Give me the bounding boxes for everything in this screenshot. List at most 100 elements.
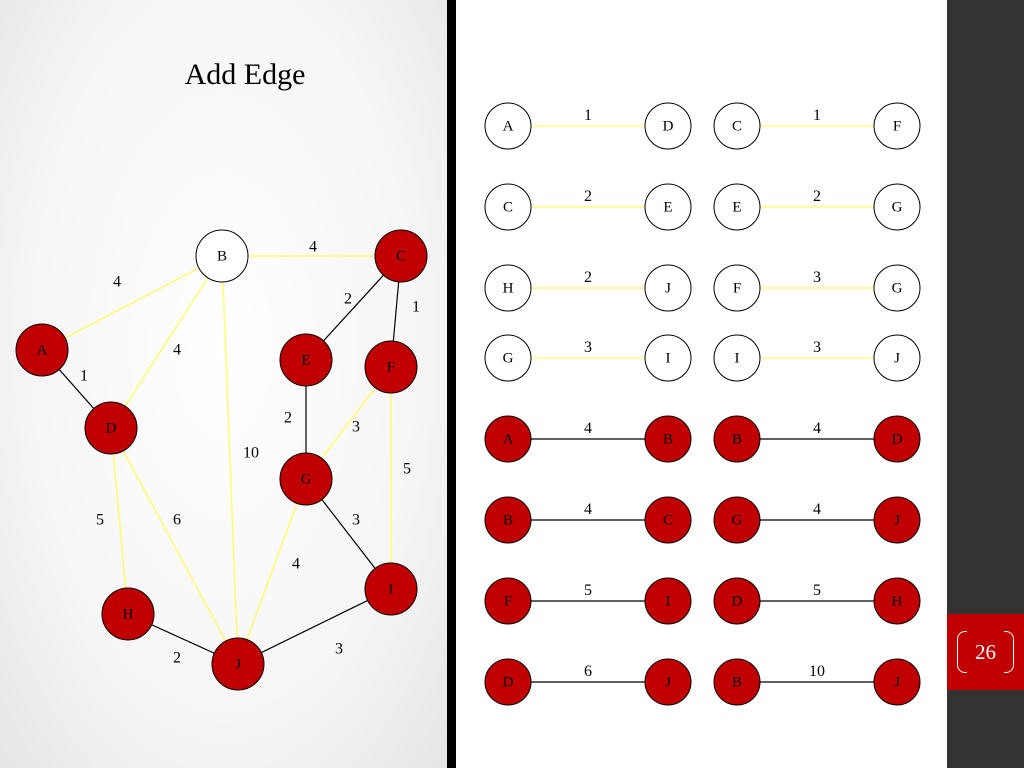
edge-I-J [237, 588, 392, 665]
edge-list-node-label-to-2: E [663, 199, 672, 215]
edge-list-node-from-3 [713, 183, 761, 231]
node-label-C: C [396, 248, 406, 264]
edge-list-weight-5: 3 [813, 269, 821, 286]
edge-list-node-to-12 [644, 577, 692, 625]
edge-list-node-label-from-1: C [732, 118, 742, 134]
edge-weight-A-D: 1 [80, 368, 88, 385]
edge-list-node-to-4 [644, 264, 692, 312]
edge-weight-I-J: 3 [335, 641, 343, 658]
edge-list-node-from-8 [484, 415, 532, 463]
edge-list-node-to-13 [873, 577, 921, 625]
edge-list-weight-12: 5 [584, 582, 592, 599]
edge-list-node-from-10 [484, 496, 532, 544]
edge-list-node-label-from-15: B [732, 674, 742, 690]
edge-list-weight-8: 4 [584, 420, 592, 437]
edge-list-node-from-14 [484, 658, 532, 706]
edge-list-weight-3: 2 [813, 188, 821, 205]
edge-list-node-label-to-6: I [666, 350, 671, 366]
edge-list-node-label-from-6: G [503, 350, 514, 366]
edge-list-weight-11: 4 [813, 501, 821, 518]
edge-list-node-label-from-13: D [732, 593, 743, 609]
edge-list-node-label-from-4: H [503, 280, 514, 296]
node-label-E: E [301, 352, 310, 368]
edge-weight-B-D: 4 [173, 342, 181, 359]
edge-list-node-label-to-8: B [663, 431, 673, 447]
edge-list-node-label-from-7: I [735, 350, 740, 366]
node-label-B: B [217, 248, 227, 264]
edge-weight-G-I: 3 [352, 512, 360, 529]
edge-G-J [237, 478, 307, 665]
node-D [84, 401, 138, 455]
panel-divider [447, 0, 456, 768]
slide-title: Add Edge [184, 58, 306, 91]
edge-list-node-label-to-1: F [893, 118, 901, 134]
edge-list-weight-2: 2 [584, 188, 592, 205]
edge-list-node-label-from-10: B [503, 512, 513, 528]
edge-list-weight-7: 3 [813, 339, 821, 356]
edge-list-node-to-2 [644, 183, 692, 231]
edge-list-node-label-from-2: C [503, 199, 513, 215]
edge-list-node-to-5 [873, 264, 921, 312]
edge-weight-E-G: 2 [284, 410, 292, 427]
edge-list-weight-6: 3 [584, 339, 592, 356]
node-label-F: F [387, 359, 395, 375]
edge-list-node-label-to-3: G [892, 199, 903, 215]
edge-list-node-label-to-9: D [892, 431, 903, 447]
page-number-tab: 26 [947, 614, 1024, 690]
edge-B-D [110, 255, 223, 429]
edge-weight-H-J: 2 [173, 650, 181, 667]
edge-weight-A-B: 4 [113, 274, 121, 291]
node-H [101, 587, 155, 641]
edge-list-weight-4: 2 [584, 269, 592, 286]
edge-list-node-label-to-11: J [894, 512, 900, 528]
edge-list-node-label-from-9: B [732, 431, 742, 447]
edge-list-node-label-to-7: J [894, 350, 900, 366]
edge-list-weight-10: 4 [584, 501, 592, 518]
edge-list-weight-1: 1 [813, 107, 821, 124]
edge-list-node-to-8 [644, 415, 692, 463]
edge-list-weight-13: 5 [813, 582, 821, 599]
edge-weight-F-I: 5 [403, 461, 411, 478]
node-E [279, 333, 333, 387]
edge-list-node-label-from-12: F [504, 593, 512, 609]
edge-list-weight-9: 4 [813, 420, 821, 437]
node-label-A: A [37, 342, 48, 358]
edge-list-weight-0: 1 [584, 107, 592, 124]
edge-B-J [221, 255, 239, 665]
edge-list-node-to-11 [873, 496, 921, 544]
node-label-I: I [389, 581, 394, 597]
left-brace-icon [957, 631, 967, 673]
edge-weight-B-C: 4 [309, 239, 317, 256]
edge-list-node-label-from-5: F [733, 280, 741, 296]
edge-list-weight-14: 6 [584, 663, 592, 680]
edge-list-node-label-to-10: C [663, 512, 673, 528]
edge-list-node-from-9 [713, 415, 761, 463]
node-A [15, 323, 69, 377]
edge-weight-D-J: 6 [173, 512, 181, 529]
edge-weight-C-E: 2 [344, 291, 352, 308]
edge-list-node-to-1 [873, 102, 921, 150]
edge-list-node-label-from-3: E [732, 199, 741, 215]
node-label-H: H [123, 606, 134, 622]
edge-weight-B-J: 10 [243, 445, 259, 462]
node-label-G: G [301, 471, 312, 487]
edge-list-node-to-15 [873, 658, 921, 706]
edge-list-node-from-1 [713, 102, 761, 150]
edge-A-B [41, 255, 223, 351]
edge-list-node-label-to-4: J [665, 280, 671, 296]
edge-D-H [110, 427, 129, 615]
page-number: 26 [975, 639, 996, 664]
node-C [374, 229, 428, 283]
edge-list-node-label-from-14: D [503, 674, 514, 690]
edge-weight-D-H: 5 [96, 512, 104, 529]
edge-list-node-from-12 [484, 577, 532, 625]
node-J [211, 637, 265, 691]
edge-list-node-from-6 [484, 334, 532, 382]
node-F [364, 340, 418, 394]
node-label-D: D [106, 420, 117, 436]
edge-list-node-to-10 [644, 496, 692, 544]
